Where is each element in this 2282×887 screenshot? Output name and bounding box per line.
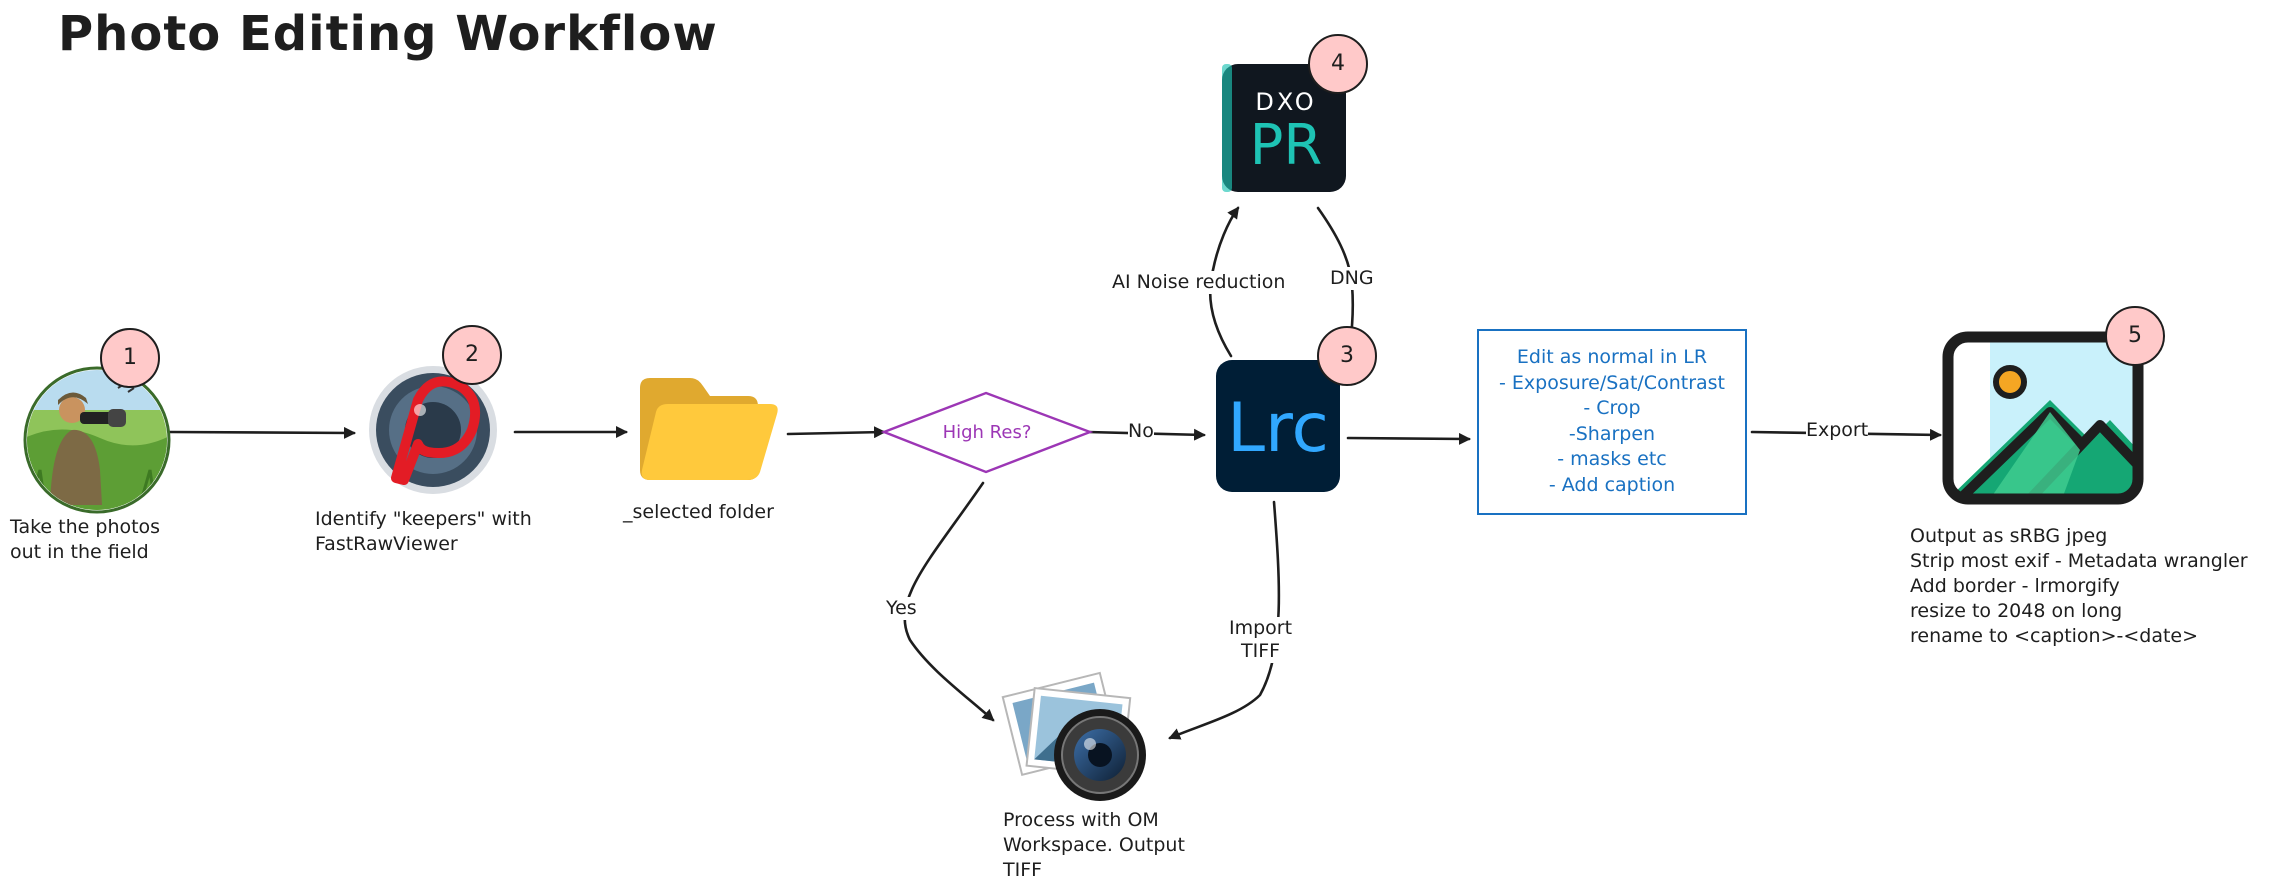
step-badge-2: 2 [442, 325, 502, 385]
caption-output: Output as sRBG jpeg Strip most exif - Me… [1910, 524, 2248, 649]
caption-output-line: rename to <caption>-<date> [1910, 625, 2199, 647]
caption-output-line: Strip most exif - Metadata wrangler [1910, 550, 2248, 572]
arrow-folder-to-decision [786, 426, 886, 439]
edit-box-line: - Add caption [1548, 473, 1676, 496]
edge-label-dng: DNG [1330, 267, 1374, 290]
edge-label-import-tiff: Import TIFF [1229, 617, 1293, 663]
lightroom-classic-logo: Lrc [1216, 360, 1340, 492]
edge-label-no: No [1128, 420, 1154, 443]
caption-output-line: resize to 2048 on long [1910, 600, 2123, 622]
edge-label-import-tiff-line: TIFF [1240, 640, 1281, 662]
caption-field: Take the photos out in the field [10, 515, 160, 565]
caption-om-line: Process with OM [1003, 809, 1159, 831]
edge-label-import-tiff-line: Import [1229, 617, 1293, 639]
caption-om-line: TIFF [1003, 859, 1043, 881]
output-image-icon [1942, 331, 2144, 505]
caption-output-line: Add border - lrmorgify [1910, 575, 2120, 597]
caption-folder: _selected folder [623, 500, 774, 525]
dxo-logo-main: PR [1250, 113, 1323, 178]
lr-edit-box: Edit as normal in LR - Exposure/Sat/Cont… [1477, 329, 1747, 515]
edge-label-yes: Yes [886, 597, 917, 620]
edit-box-line: - Exposure/Sat/Contrast [1499, 371, 1725, 394]
edit-box-line: -Sharpen [1568, 422, 1656, 445]
arrow-lrc-to-editbox [1346, 432, 1471, 445]
step-badge-4: 4 [1308, 34, 1368, 94]
dxo-pureraw-logo: DXO PR [1222, 64, 1346, 192]
caption-fastraw-line: FastRawViewer [315, 533, 458, 555]
edit-box-line: Edit as normal in LR [1516, 346, 1708, 368]
arrow-lrc-to-om [1168, 500, 1281, 740]
dxo-logo-top: DXO [1255, 88, 1316, 116]
folder-icon [640, 378, 778, 480]
photographer-photo [23, 366, 171, 514]
page-title: Photo Editing Workflow [58, 6, 718, 62]
edge-label-export: Export [1806, 419, 1869, 442]
om-workspace-icon [1001, 671, 1146, 801]
caption-fastraw: Identify "keepers" with FastRawViewer [315, 507, 532, 557]
edit-box-line: - masks etc [1557, 448, 1667, 470]
edge-label-ai-noise: AI Noise reduction [1112, 271, 1286, 294]
caption-field-line: Take the photos [10, 516, 161, 538]
caption-folder-line: _selected folder [623, 501, 774, 523]
step-badge-3: 3 [1317, 326, 1377, 386]
caption-om: Process with OM Workspace. Output TIFF [1003, 808, 1185, 883]
decision-diamond [880, 391, 1094, 474]
lrc-logo-text: Lrc [1227, 389, 1329, 468]
step-badge-5: 5 [2105, 306, 2165, 366]
caption-output-line: Output as sRBG jpeg [1910, 525, 2108, 547]
fastrawviewer-icon [369, 366, 497, 494]
edit-box-line: - Crop [1583, 397, 1641, 419]
arrow-lrc-to-dxo [1208, 206, 1240, 358]
caption-om-line: Workspace. Output [1003, 834, 1185, 856]
step-badge-1: 1 [100, 328, 160, 388]
arrow-decision-to-om [903, 481, 995, 722]
caption-field-line: out in the field [10, 541, 149, 563]
arrow-field-to-fastraw [168, 426, 356, 439]
decision-label: High Res? [943, 422, 1032, 443]
caption-fastraw-line: Identify "keepers" with [315, 508, 532, 530]
connectors [168, 206, 1942, 740]
